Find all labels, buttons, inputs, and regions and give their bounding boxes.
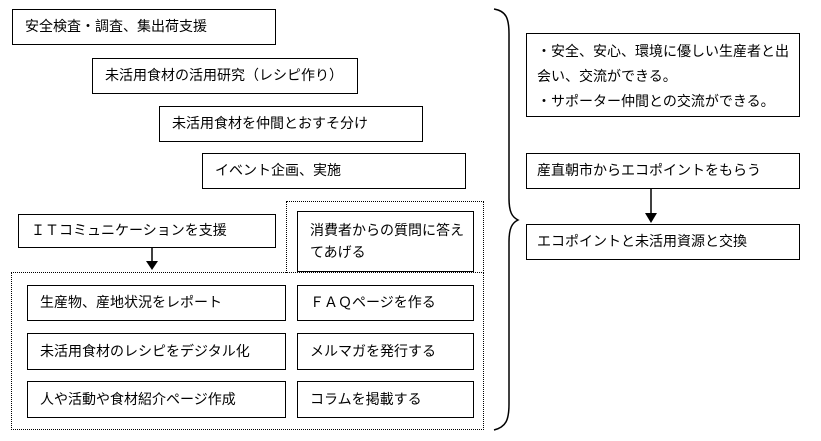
benefits-line: ・サポーター仲間との交流ができる。 [537, 94, 775, 110]
eco-points-receive: 産直朝市からエコポイントをもらう [526, 153, 800, 189]
task-label: コラムを掲載する [310, 391, 422, 408]
task-label: 未活用食材を仲間とおすそ分け [172, 116, 368, 132]
it-support-group-lower [11, 272, 484, 430]
task-report-products: 生産物、産地状況をレポート [27, 285, 286, 321]
task-label: 未活用食材のレシピをデジタル化 [40, 343, 250, 360]
task-label: ＦＡＱページを作る [310, 295, 436, 311]
task-intro-pages: 人や活動や食材紹介ページ作成 [27, 381, 286, 418]
task-label: メルマガを発行する [310, 343, 436, 360]
task-newsletter: メルマガを発行する [297, 333, 474, 370]
task-faq-page: ＦＡＱページを作る [297, 285, 474, 321]
task-columns: コラムを掲載する [297, 381, 474, 418]
task-safety-inspection: 安全検査・調査、集出荷支援 [12, 9, 276, 45]
task-label: 生産物、産地状況をレポート [40, 295, 222, 311]
it-support-group-upper [286, 201, 484, 273]
box-label: 産直朝市からエコポイントをもらう [537, 163, 761, 179]
it-arrow-head [146, 261, 158, 270]
task-share-ingredients: 未活用食材を仲間とおすそ分け [159, 106, 423, 142]
eco-points-exchange: エコポイントと未活用資源と交換 [526, 224, 800, 260]
task-event-planning: イベント企画、実施 [202, 153, 466, 189]
task-label: 未活用食材の活用研究（レシピ作り） [105, 68, 343, 84]
box-label: エコポイントと未活用資源と交換 [537, 234, 747, 250]
task-label: イベント企画、実施 [215, 163, 341, 179]
task-label: 人や活動や食材紹介ページ作成 [40, 391, 236, 408]
task-recipe-research: 未活用食材の活用研究（レシピ作り） [92, 58, 358, 94]
task-it-communication: ＩＴコミュニケーションを支援 [18, 214, 276, 248]
eco-arrow-head [645, 213, 657, 223]
task-label: 消費者からの質問に答えてあげる [310, 223, 464, 261]
benefits-line: ・安全、安心、環境に優しい生産者と出会い、交流ができる。 [537, 44, 789, 85]
task-label: 安全検査・調査、集出荷支援 [25, 19, 207, 35]
task-answer-questions: 消費者からの質問に答えてあげる [297, 211, 474, 272]
task-digitize-recipes: 未活用食材のレシピをデジタル化 [27, 333, 286, 370]
task-label: ＩＴコミュニケーションを支援 [31, 223, 227, 239]
benefits-box: ・安全、安心、環境に優しい生産者と出会い、交流ができる。 ・サポーター仲間との交… [526, 33, 800, 117]
right-brace [493, 8, 520, 431]
